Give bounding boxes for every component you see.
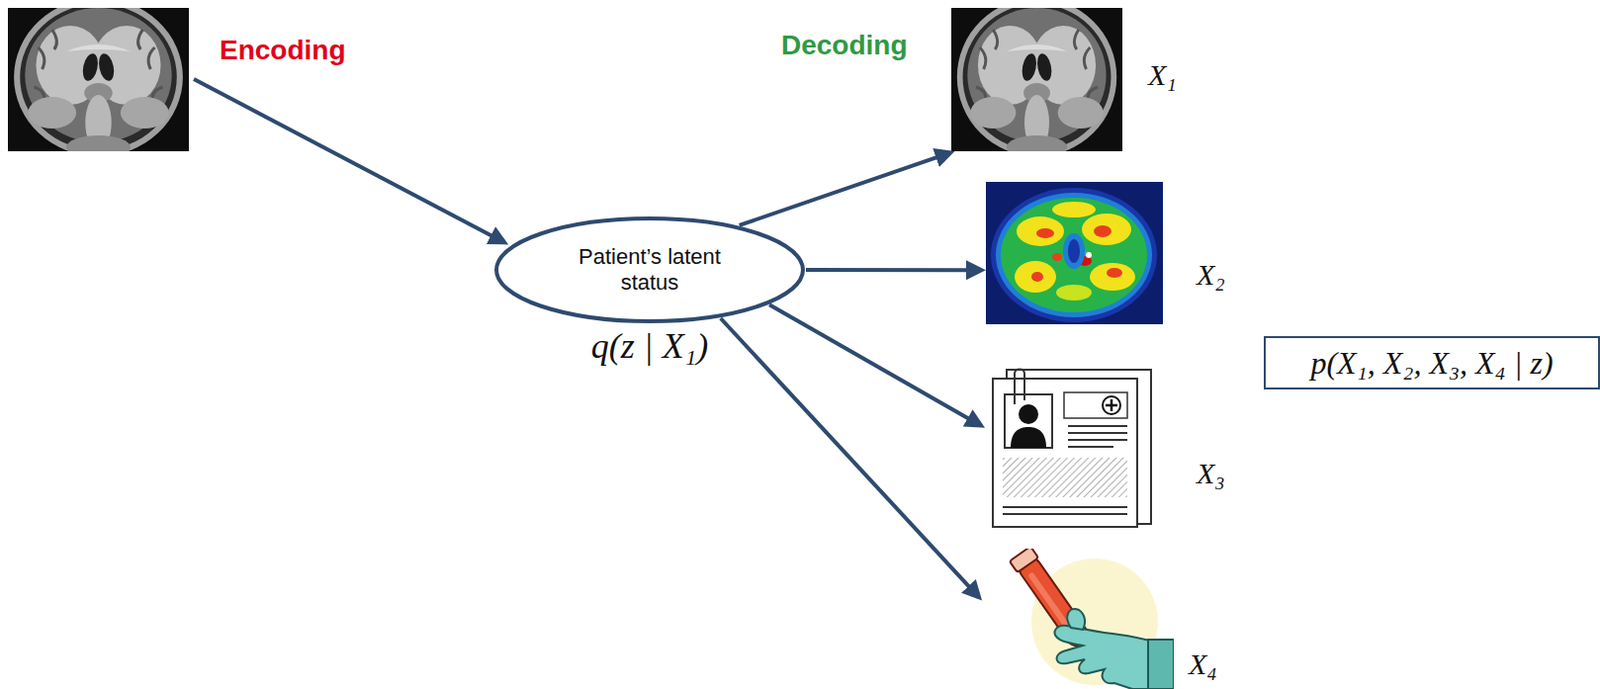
latent-state-ellipse: Patient’s latent statusq(z | X₁) — [494, 216, 805, 324]
modality-symbol: X₄ — [1188, 647, 1218, 681]
encoding-label: Encoding — [219, 33, 347, 68]
modality-image: X₂ — [985, 181, 1163, 325]
latent-state-text: Patient’s latent status — [560, 244, 739, 297]
decoder-formula: p(X₁, X₂, X₃, X₄ | z) — [1310, 345, 1553, 382]
clinical-record-icon — [992, 369, 1152, 529]
pet-image — [985, 181, 1163, 325]
encoding-arrow — [193, 79, 495, 238]
decoding-arrow — [739, 156, 941, 226]
decoding-arrow — [720, 318, 972, 590]
modality-symbol: X₁ — [1148, 58, 1177, 91]
blood-test-icon — [1009, 546, 1174, 689]
ellipse-shape — [496, 218, 803, 322]
modality-symbol: X₂ — [1196, 258, 1226, 291]
mri-image — [951, 0, 1123, 160]
input-mri-image — [7, 0, 189, 160]
encoder-formula: q(z | X₁) — [591, 327, 709, 367]
decoding-arrow — [805, 267, 971, 272]
edge-group — [720, 156, 972, 590]
modality-image: X₁ — [951, 7, 1123, 152]
modality-image: X₄ — [974, 548, 1174, 689]
likelihood-box: p(X₁, X₂, X₃, X₄ | z) — [1263, 336, 1600, 390]
modality-image: X₃ — [984, 364, 1156, 532]
modality-symbol: X₃ — [1196, 456, 1226, 490]
decoding-label: Decoding — [781, 28, 908, 63]
